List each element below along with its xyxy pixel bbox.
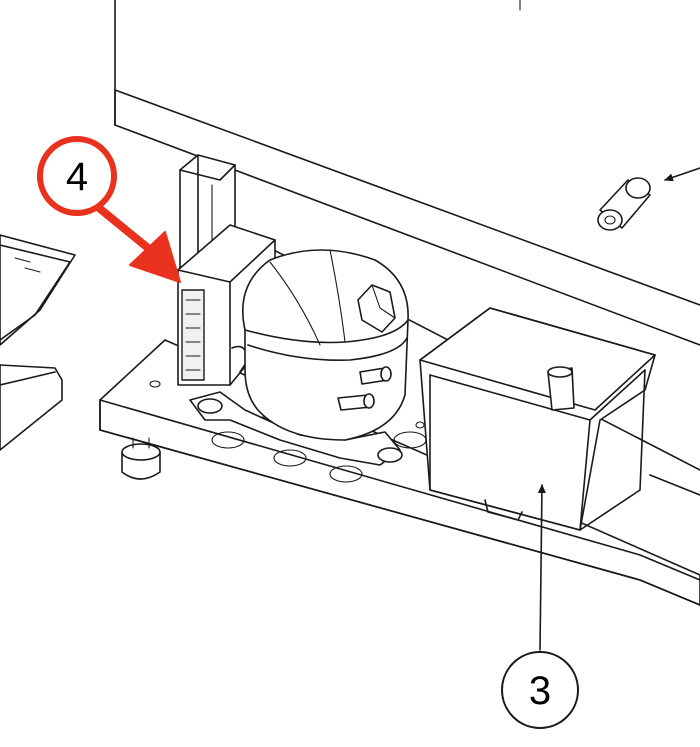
- rubber-foot: [121, 437, 161, 480]
- callout-3: 3: [501, 484, 579, 729]
- leader-arrow-icon: [537, 484, 546, 651]
- red-arrow-icon: [95, 204, 152, 252]
- black-arrow-icon: [664, 167, 700, 182]
- callout-4-label: 4: [66, 155, 88, 199]
- cylinder-part: [597, 177, 651, 231]
- compressor: [189, 249, 409, 466]
- drip-tray: [419, 307, 656, 531]
- callout-4: 4: [37, 136, 181, 283]
- base-plate: [99, 339, 700, 606]
- left-panel: [0, 234, 76, 451]
- callout-3-label: 3: [529, 669, 551, 713]
